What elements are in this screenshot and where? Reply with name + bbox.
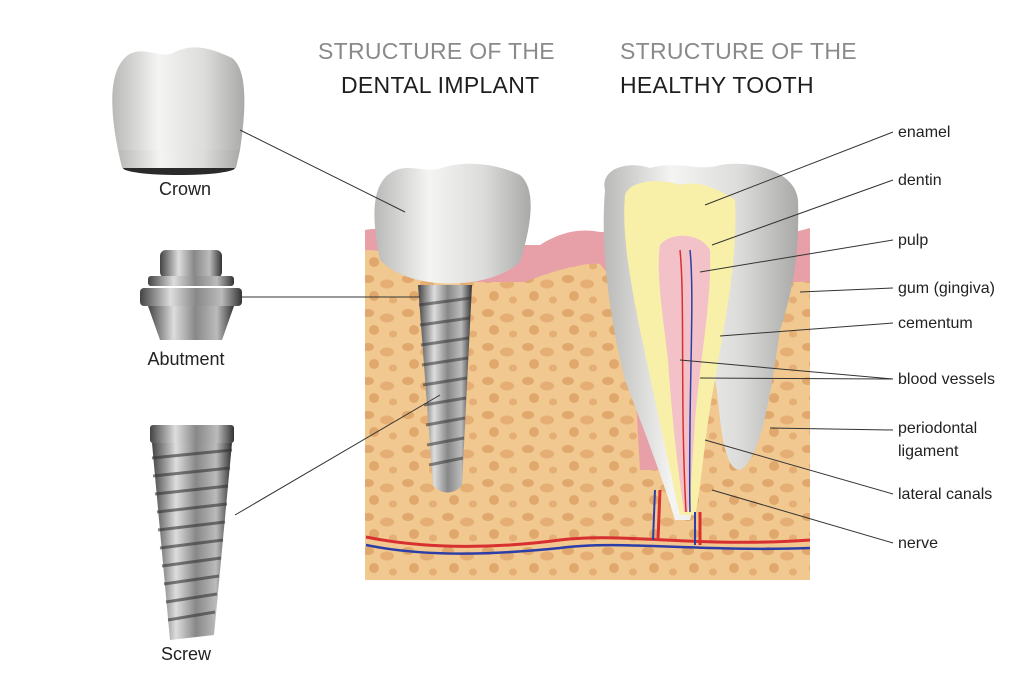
implant-title-line2: DENTAL IMPLANT	[341, 72, 540, 98]
screw-label: Screw	[160, 644, 212, 664]
label-ligament: ligament	[898, 443, 959, 460]
implant-title-line1: STRUCTURE OF THE	[318, 38, 555, 64]
crown-label: Crown	[158, 179, 212, 199]
tooth-section	[603, 163, 799, 545]
abutment-part	[140, 250, 242, 340]
tooth-title-line1: STRUCTURE OF THE	[620, 38, 857, 64]
screw-part	[150, 425, 234, 640]
abutment-label: Abutment	[147, 349, 225, 369]
label-pulp: pulp	[898, 232, 929, 249]
label-periodontal: periodontal	[898, 420, 978, 437]
label-gum: gum (gingiva)	[898, 280, 995, 297]
crown-part	[112, 47, 245, 175]
label-enamel: enamel	[898, 124, 951, 141]
label-blood-vessels: blood vessels	[898, 371, 995, 388]
label-lateral-canals: lateral canals	[898, 486, 993, 503]
tooth-title-line2: HEALTHY TOOTH	[620, 72, 814, 98]
label-dentin: dentin	[898, 172, 942, 189]
leader-lines	[234, 129, 894, 544]
implant-assembled	[374, 163, 531, 493]
label-nerve: nerve	[898, 535, 939, 552]
label-cementum: cementum	[898, 315, 973, 332]
